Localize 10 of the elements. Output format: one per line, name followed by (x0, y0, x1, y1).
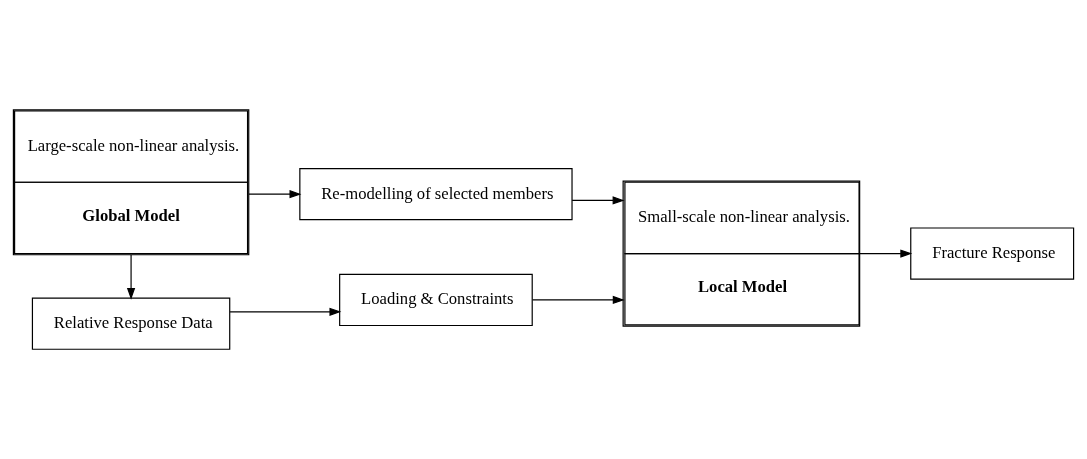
arrow (859, 249, 913, 258)
arrow (571, 196, 625, 205)
arrow (229, 307, 342, 316)
arrow (532, 295, 625, 305)
arrow (126, 254, 136, 300)
node-box: Relative Response Data (31, 297, 231, 350)
node-box: Re-modelling of selected members (299, 168, 573, 221)
node-box: Loading & Constraints (339, 273, 533, 327)
arrow (248, 189, 302, 199)
node-box: Fracture Response (910, 227, 1075, 280)
